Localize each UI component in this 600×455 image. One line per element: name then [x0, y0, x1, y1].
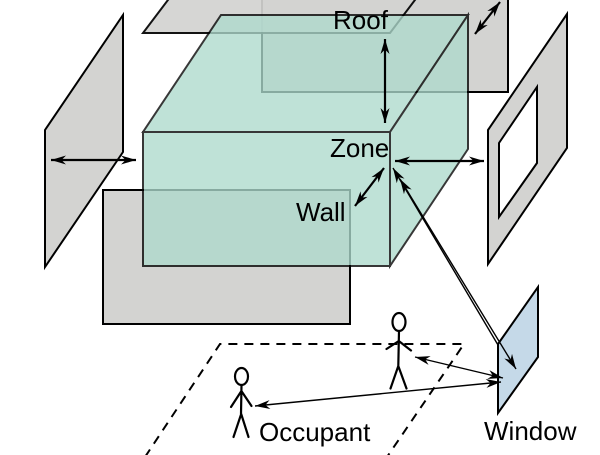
wall-label: Wall: [296, 197, 346, 227]
occupant-figure-left: [229, 366, 253, 439]
occupant-right-body: [385, 329, 413, 390]
zone-label: Zone: [330, 133, 389, 163]
occupant-right-head: [391, 311, 407, 333]
zone-box: [141, 11, 470, 270]
link-arrows: [254, 167, 517, 410]
left-wall-panel: [44, 11, 124, 271]
occupant-figure-right: [385, 311, 413, 390]
occupant-left-head: [233, 366, 250, 387]
zone-window-link: [399, 178, 517, 370]
window-label: Window: [484, 416, 577, 446]
exchange-arrows: [51, 1, 501, 207]
roof-label: Roof: [333, 5, 389, 35]
zone-box-front-face: [142, 131, 391, 267]
floor-boundary-dashed: [145, 343, 466, 455]
occupant-label: Occupant: [259, 417, 371, 447]
backroof-arrow: [474, 1, 501, 35]
window-occupant-right-link: [414, 356, 504, 379]
wall-zone-arrow: [354, 167, 385, 207]
occupant-left-body: [229, 383, 253, 439]
window-occupant-left-link: [254, 378, 502, 410]
